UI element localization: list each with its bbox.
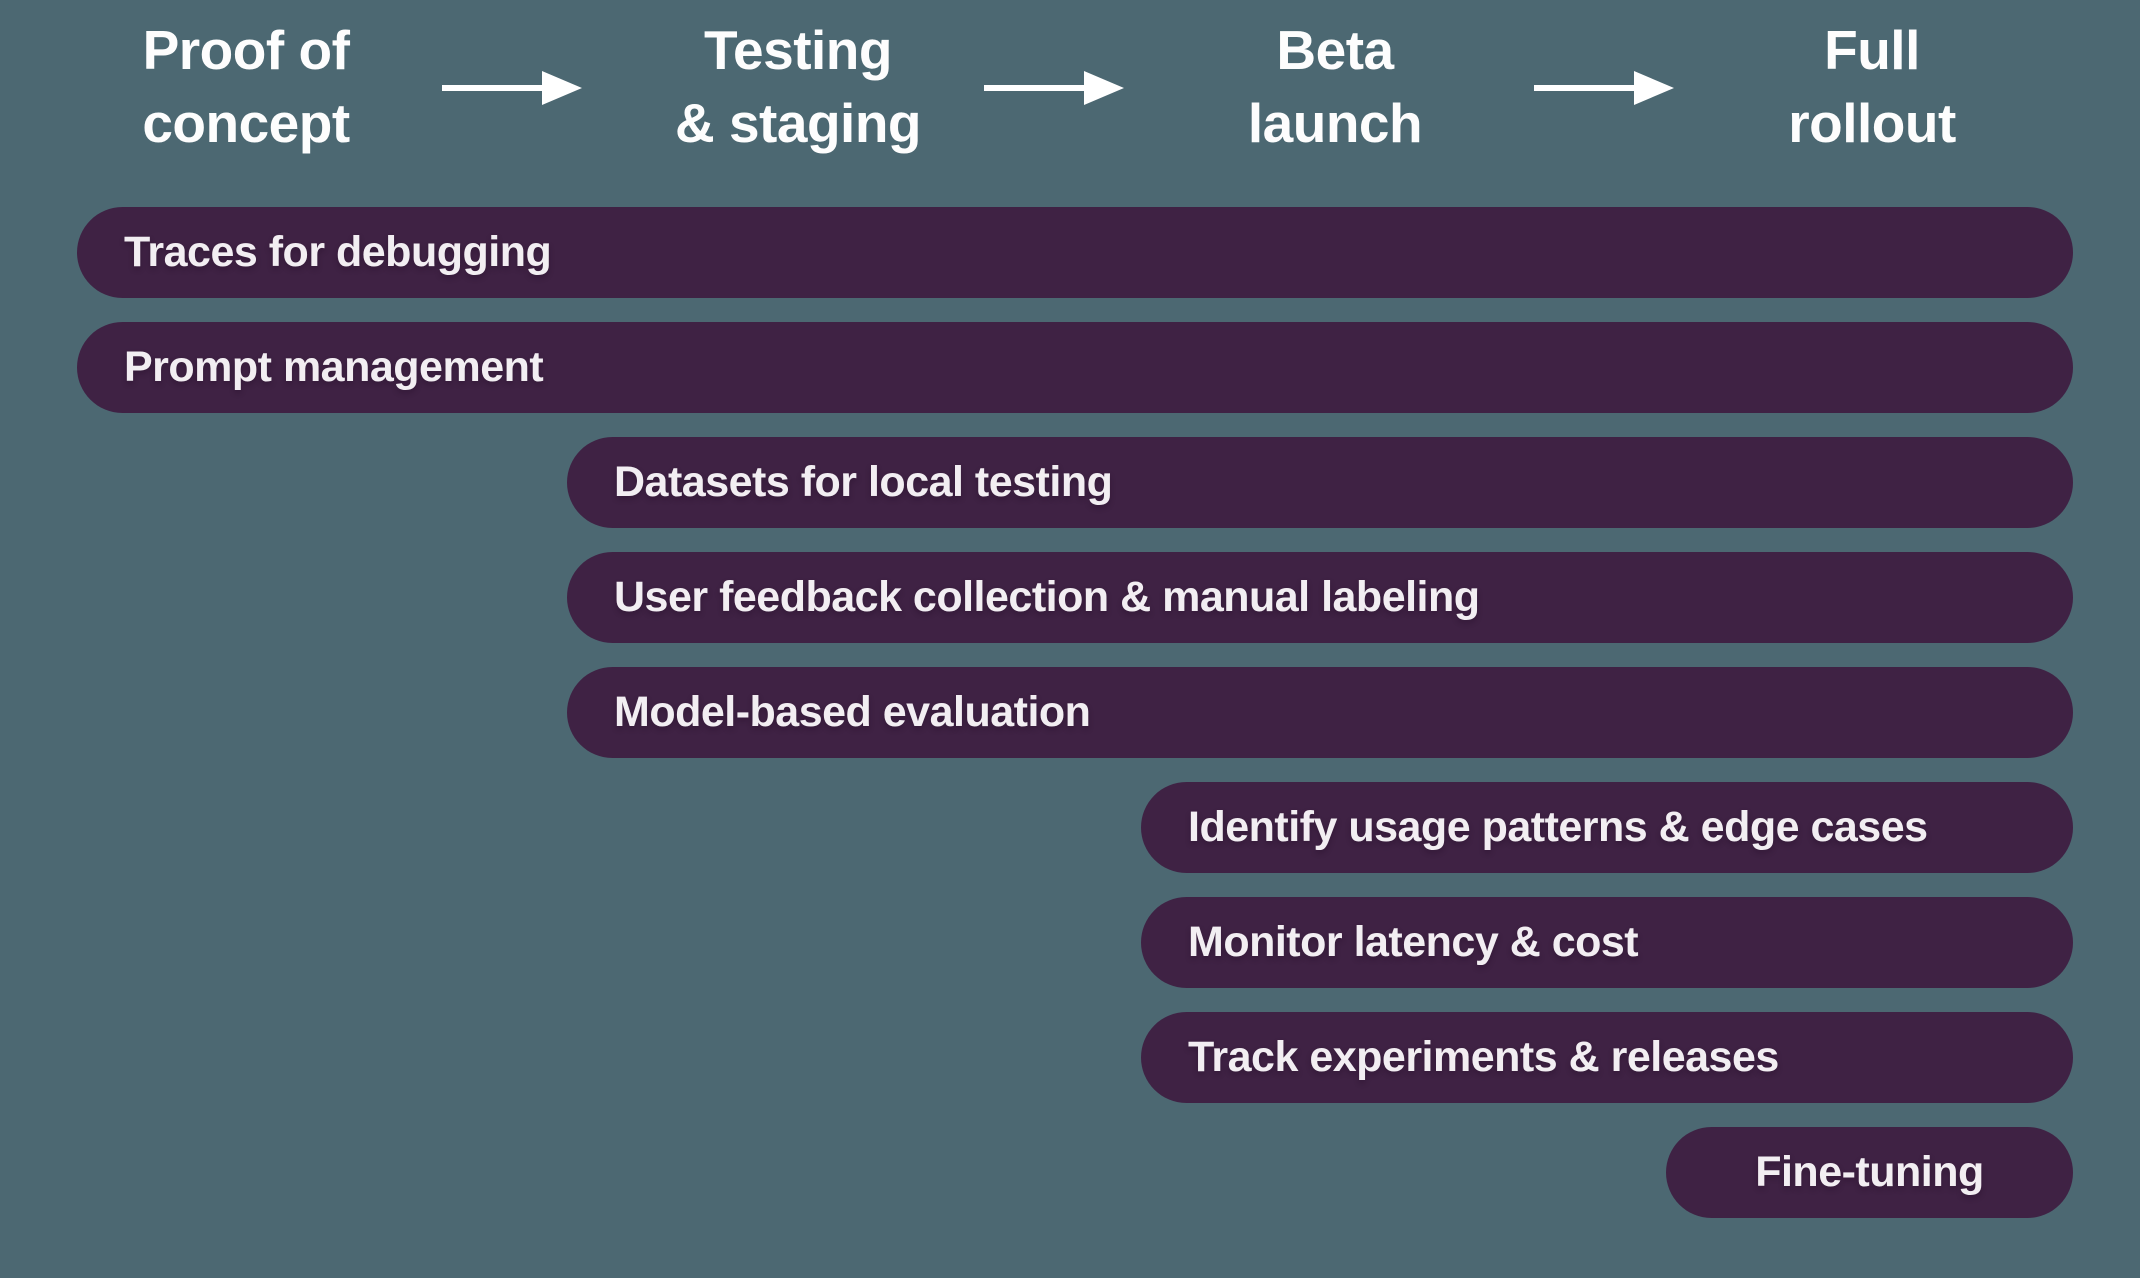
bar-traces-for-debugging: Traces for debugging — [77, 207, 2073, 298]
bar-label: Model-based evaluation — [614, 688, 1091, 736]
bar-fine-tuning: Fine-tuning — [1666, 1127, 2073, 1218]
phase-label-full-rollout: Full rollout — [1788, 19, 1956, 154]
arrow-right-icon — [984, 71, 1124, 105]
bar-label: Prompt management — [124, 343, 544, 391]
bar-label: Identify usage patterns & edge cases — [1188, 803, 1928, 851]
phase-label-beta-launch: Beta launch — [1247, 19, 1423, 154]
bar-user-feedback-collection: User feedback collection & manual labeli… — [567, 552, 2073, 643]
bar-label: Monitor latency & cost — [1188, 918, 1639, 966]
bar-monitor-latency-cost: Monitor latency & cost — [1141, 897, 2073, 988]
bar-label: Datasets for local testing — [614, 458, 1113, 506]
bar-identify-usage-patterns: Identify usage patterns & edge cases — [1141, 782, 2073, 873]
bar-label: User feedback collection & manual labeli… — [614, 573, 1480, 621]
bar-prompt-management: Prompt management — [77, 322, 2073, 413]
bar-model-based-evaluation: Model-based evaluation — [567, 667, 2073, 758]
arrow-right-icon — [442, 71, 582, 105]
bar-label: Fine-tuning — [1755, 1148, 1984, 1196]
bar-track-experiments-releases: Track experiments & releases — [1141, 1012, 2073, 1103]
bar-label: Track experiments & releases — [1188, 1033, 1779, 1081]
arrow-right-icon — [1534, 71, 1674, 105]
phase-label-testing-staging: Testing & staging — [674, 19, 922, 154]
bar-label: Traces for debugging — [124, 228, 552, 276]
phase-label-proof-of-concept: Proof of concept — [142, 19, 350, 154]
bar-datasets-for-local-testing: Datasets for local testing — [567, 437, 2073, 528]
